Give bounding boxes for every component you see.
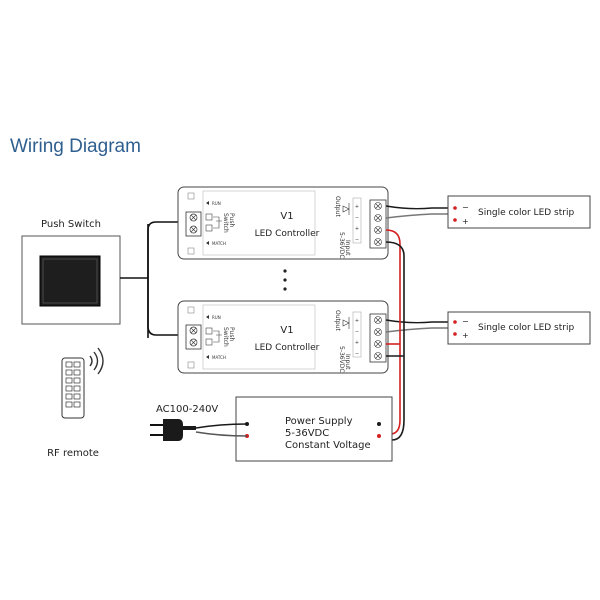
- led-strip-label: Single color LED strip: [478, 208, 574, 218]
- svg-text:−: −: [355, 351, 359, 357]
- match-label: MATCH: [212, 241, 226, 246]
- page-title: Wiring Diagram: [10, 136, 141, 157]
- controller-1: RUN MATCH Push Switch V1 LED Controller …: [177, 186, 389, 260]
- led-strip-label: Single color LED strip: [478, 323, 574, 333]
- controller-name: V1: [280, 325, 293, 336]
- led-strip-2: − + Single color LED strip: [447, 311, 591, 345]
- led-strip-wires: [385, 205, 448, 333]
- rf-remote: RF remote: [47, 347, 104, 459]
- strip-minus: −: [462, 203, 469, 212]
- controller-subtitle: LED Controller: [255, 229, 320, 239]
- input-label: Input: [344, 354, 351, 370]
- output-label: Output: [334, 196, 341, 217]
- svg-text:−: −: [355, 215, 359, 221]
- input-label: Input: [344, 240, 351, 256]
- svg-text:−: −: [355, 329, 359, 335]
- strip-plus: +: [462, 217, 469, 226]
- input-voltage-label: 5-36VDC: [338, 346, 345, 373]
- ac-plug: AC100-240V: [150, 404, 248, 441]
- svg-text:−: −: [355, 237, 359, 243]
- psu-line3: Constant Voltage: [285, 440, 371, 451]
- ac-input-label: AC100-240V: [156, 404, 218, 415]
- svg-text:+: +: [355, 318, 359, 324]
- led-strip-1: − + Single color LED strip: [447, 195, 591, 229]
- input-voltage-label: 5-36VDC: [338, 232, 345, 259]
- switch-label: Switch: [222, 213, 229, 233]
- ellipsis-dots: [283, 269, 287, 291]
- switch-label: Switch: [222, 327, 229, 347]
- signal-waves-icon: [89, 347, 104, 375]
- push-label: Push: [228, 327, 235, 341]
- push-switch-label: Push Switch: [41, 219, 101, 230]
- strip-plus: +: [462, 331, 469, 340]
- match-label: MATCH: [212, 355, 226, 360]
- svg-text:+: +: [355, 204, 359, 210]
- power-supply: Power Supply 5-36VDC Constant Voltage: [235, 396, 393, 462]
- svg-text:+: +: [355, 226, 359, 232]
- run-label: RUN: [212, 315, 221, 320]
- svg-text:+: +: [355, 340, 359, 346]
- rf-remote-label: RF remote: [47, 448, 99, 459]
- push-switch-wires: [120, 221, 192, 338]
- run-label: RUN: [212, 201, 221, 206]
- controller-subtitle: LED Controller: [255, 343, 320, 353]
- psu-line1: Power Supply: [285, 416, 353, 427]
- controller-name: V1: [280, 211, 293, 222]
- strip-minus: −: [462, 317, 469, 326]
- push-switch: Push Switch: [21, 219, 121, 325]
- push-label: Push: [228, 213, 235, 227]
- output-label: Output: [334, 310, 341, 331]
- psu-line2: 5-36VDC: [285, 428, 329, 439]
- controller-2: RUN MATCH Push Switch V1 LED Controller …: [177, 300, 389, 374]
